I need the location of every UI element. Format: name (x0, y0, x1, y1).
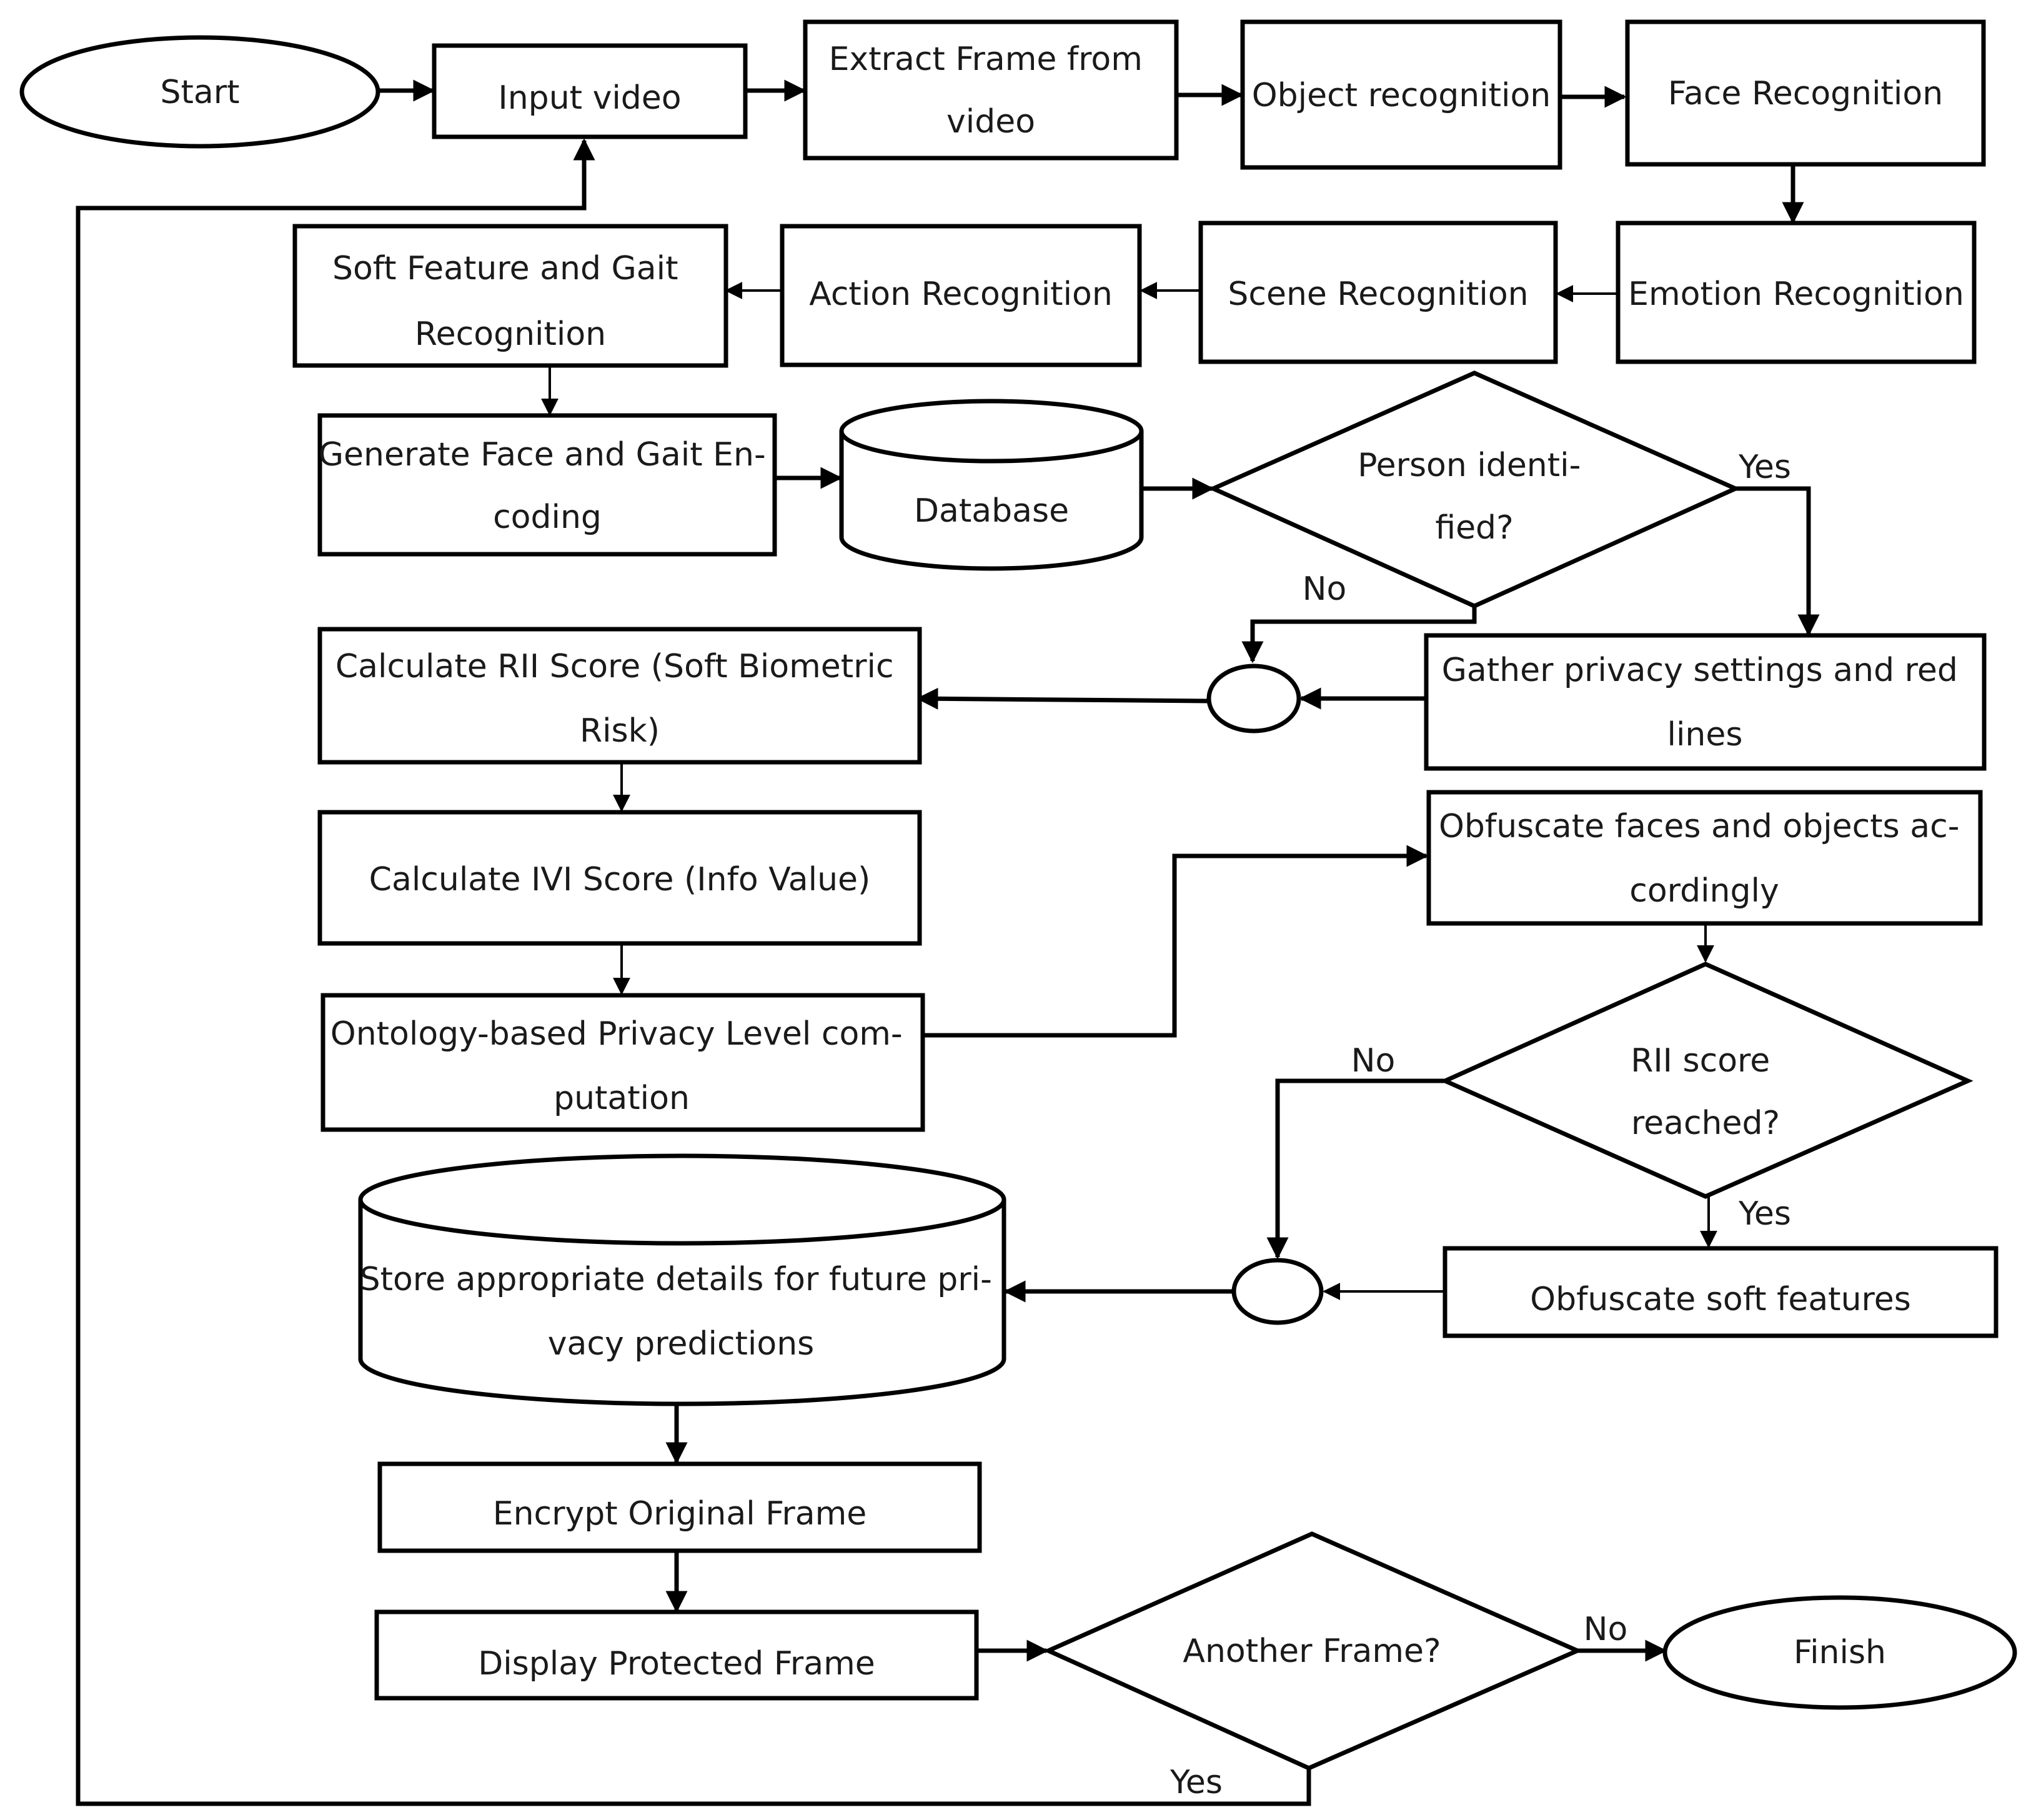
scene-recognition-node: Scene Recognition (1198, 221, 1558, 364)
object-recognition-node: Object recognition (1240, 19, 1562, 170)
store-details-label: Store appropriate details for future pri… (360, 1261, 1003, 1363)
soft-feature-gait-line-1: Soft Feature and Gait (332, 250, 678, 287)
edge-ontology-to-obfuscate (923, 845, 1429, 1038)
rii-reached-label: RII score reached? (1631, 1042, 1780, 1142)
calculate-rii-line-1: Calculate RII Score (Soft Biometric (335, 648, 894, 685)
obfuscate-faces-label: Obfuscate faces and objects ac- cordingl… (1439, 808, 1970, 910)
rii-reached-line-1: RII score (1631, 1042, 1770, 1080)
calculate-rii-line-2: Risk) (580, 712, 660, 750)
emotion-recognition-node: Emotion Recognition (1616, 221, 1977, 364)
display-frame-node: Display Protected Frame (374, 1609, 979, 1701)
start-node: Start (19, 35, 380, 149)
database-top (839, 399, 1144, 464)
ontology-privacy-node: Ontology-based Privacy Level com- putati… (320, 993, 925, 1132)
scene-recognition-label: Scene Recognition (1228, 276, 1528, 313)
start-label: Start (160, 74, 239, 111)
edge-person-no-to-junction (1241, 606, 1477, 664)
person-yes-label: Yes (1738, 449, 1791, 486)
action-recognition-node: Action Recognition (780, 224, 1142, 367)
display-frame-label: Display Protected Frame (478, 1645, 875, 1683)
another-no-label: No (1584, 1611, 1628, 1648)
person-no-label: No (1303, 570, 1347, 608)
store-details-line-2: vacy predictions (548, 1325, 815, 1363)
ontology-privacy-line-2: putation (554, 1080, 690, 1117)
obfuscate-soft-label: Obfuscate soft features (1530, 1281, 1911, 1318)
edge-labels: Yes No No Yes No Yes (1169, 449, 1791, 1801)
rii-reached-line-2: reached? (1631, 1105, 1780, 1142)
obfuscate-soft-node: Obfuscate soft features (1443, 1246, 1999, 1338)
store-details-line-1: Store appropriate details for future pri… (360, 1261, 992, 1298)
database-body (839, 431, 1144, 571)
ontology-privacy-label: Ontology-based Privacy Level com- putati… (330, 1015, 913, 1117)
soft-feature-gait-node: Soft Feature and Gait Recognition (292, 224, 728, 368)
edge-rii-no-to-junction (1266, 1078, 1445, 1260)
obfuscate-faces-node: Obfuscate faces and objects ac- cordingl… (1426, 790, 1983, 926)
face-recognition-label: Face Recognition (1668, 75, 1943, 112)
store-details-top (358, 1153, 1006, 1246)
merge-junction-lower (1231, 1258, 1324, 1325)
edge-another-yes-loop-to-input (76, 138, 1311, 1806)
store-details-node: Store appropriate details for future pri… (358, 1153, 1006, 1406)
edges (76, 79, 1820, 1806)
extract-frame-label: Extract Frame from video (829, 41, 1153, 141)
extract-frame-line-1: Extract Frame from (829, 41, 1143, 78)
database-node: Database (839, 399, 1144, 571)
encrypt-frame-node: Encrypt Original Frame (377, 1461, 982, 1553)
merge-junction-upper (1206, 664, 1301, 733)
emotion-recognition-label: Emotion Recognition (1628, 276, 1964, 313)
generate-encoding-label: Generate Face and Gait En- coding (319, 436, 777, 536)
database-label: Database (914, 492, 1069, 530)
person-identified-line-2: fied? (1435, 509, 1513, 547)
object-recognition-label: Object recognition (1252, 77, 1551, 114)
obfuscate-faces-line-1: Obfuscate faces and objects ac- (1439, 808, 1959, 845)
encrypt-frame-label: Encrypt Original Frame (493, 1495, 867, 1533)
generate-encoding-node: Generate Face and Gait En- coding (317, 413, 777, 557)
edge-person-yes-to-gather (1736, 486, 1820, 637)
extract-frame-node: Extract Frame from video (803, 19, 1179, 161)
person-identified-label: Person identi- fied? (1358, 447, 1591, 547)
gather-privacy-line-2: lines (1667, 716, 1743, 753)
another-yes-label: Yes (1169, 1764, 1223, 1801)
person-identified-line-1: Person identi- (1358, 447, 1581, 484)
person-identified-decision: Person identi- fied? (1208, 370, 1741, 609)
soft-feature-gait-line-2: Recognition (415, 316, 606, 353)
generate-encoding-line-1: Generate Face and Gait En- (319, 436, 766, 474)
rii-no-label: No (1351, 1042, 1396, 1080)
ontology-privacy-line-1: Ontology-based Privacy Level com- (330, 1015, 903, 1053)
nodes: Start Input video Extract Frame from vid… (19, 19, 2017, 1771)
finish-node: Finish (1662, 1595, 2017, 1710)
soft-feature-gait-label: Soft Feature and Gait Recognition (332, 250, 688, 353)
face-recognition-node: Face Recognition (1625, 19, 1986, 167)
calculate-ivi-node: Calculate IVI Score (Info Value) (317, 810, 922, 946)
finish-label: Finish (1794, 1634, 1886, 1671)
edge-junction-to-rii (916, 687, 1208, 710)
input-video-node: Input video (432, 43, 748, 139)
generate-encoding-line-2: coding (493, 499, 602, 536)
calculate-rii-label: Calculate RII Score (Soft Biometric Risk… (335, 648, 904, 750)
store-details-body (358, 1200, 1006, 1406)
rii-yes-label: Yes (1738, 1195, 1791, 1233)
another-frame-label: Another Frame? (1183, 1633, 1441, 1670)
calculate-rii-node: Calculate RII Score (Soft Biometric Risk… (317, 627, 922, 765)
gather-privacy-line-1: Gather privacy settings and red (1442, 652, 1958, 689)
another-frame-decision: Another Frame? (1043, 1531, 1583, 1771)
calculate-ivi-label: Calculate IVI Score (Info Value) (369, 861, 871, 898)
rii-reached-decision: RII score reached? (1439, 962, 1974, 1199)
gather-privacy-label: Gather privacy settings and red lines (1442, 652, 1969, 753)
obfuscate-faces-line-2: cordingly (1629, 872, 1779, 910)
extract-frame-line-2: video (946, 103, 1035, 141)
gather-privacy-node: Gather privacy settings and red lines (1424, 633, 1987, 771)
action-recognition-label: Action Recognition (809, 276, 1113, 313)
input-video-label: Input video (498, 79, 681, 117)
